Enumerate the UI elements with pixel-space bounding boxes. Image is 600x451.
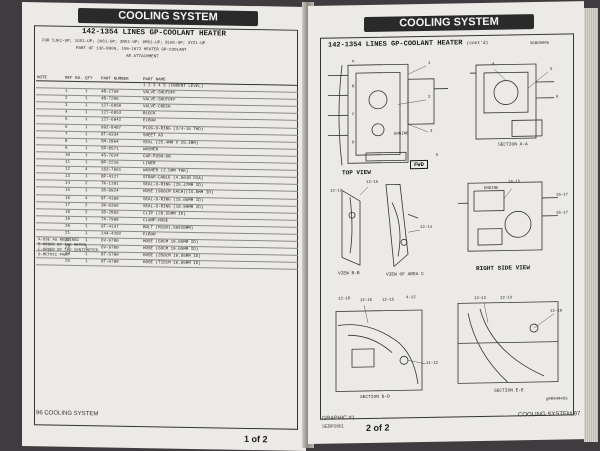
table-cell-pn: 163-7661	[100, 167, 142, 175]
callout-e: E	[436, 154, 438, 158]
callout-12-14: 12-14	[420, 226, 432, 230]
section-ee-drawing	[458, 302, 558, 384]
table-cell-pn: 127-6950	[100, 103, 142, 111]
callout-12-12: 12-12	[474, 297, 486, 301]
footer-right-page: COOLING SYSTEM 97	[518, 411, 580, 418]
callout-12-19: 12-19	[550, 310, 562, 314]
header-qty: QTY	[84, 67, 100, 82]
callout-16-17: 16-17	[556, 211, 568, 215]
serial-line-3: AR ATTACHMENT	[126, 55, 159, 60]
view-bb-drawing	[342, 190, 360, 265]
table-cell-pn: 8T-0788	[100, 259, 142, 267]
callout-12-18: 12-18	[338, 297, 350, 301]
label-engine-1: ENGINE	[394, 132, 408, 136]
callout-d: D	[352, 141, 354, 145]
callout-12-15: 12-15	[382, 298, 394, 302]
label-fwd: FWD	[410, 160, 428, 169]
table-cell-notes	[36, 258, 64, 266]
legend-line-4: D-METRIC PART	[38, 253, 69, 258]
left-page: COOLING SYSTEM 142-1354 LINES GP-COOLANT…	[22, 2, 306, 451]
label-section-aa: SECTION A-A	[498, 142, 528, 148]
footer-left-page: 96 COOLING SYSTEM	[36, 410, 98, 417]
drawing-number: g00940455	[546, 397, 568, 401]
label-section-ee: SECTION E-E	[494, 388, 524, 394]
parts-catalog-book: COOLING SYSTEM 142-1354 LINES GP-COOLANT…	[22, 2, 600, 448]
table-cell-pn: 144-4202	[100, 231, 142, 239]
callout-6: 6	[556, 96, 558, 100]
callout-3: 3	[430, 130, 432, 134]
callout-2: 2	[428, 96, 430, 100]
header-part-number: PART NUMBER	[100, 67, 142, 82]
right-page: COOLING SYSTEM 142-1354 LINES GP-COOLANT…	[308, 1, 584, 444]
legend-line-1: A-USE AS REQUIRED	[38, 238, 79, 243]
callout-4: 4	[492, 63, 494, 67]
right-side-view-drawing	[458, 182, 558, 252]
callout-12-13: 12-13	[500, 296, 512, 300]
callout-c: C	[352, 113, 354, 117]
table-cell-pn: 127-6942	[100, 117, 142, 125]
section-aa-drawing	[470, 64, 554, 139]
label-view-area-c: VIEW OF AREA C	[386, 272, 424, 278]
callout-15-17: 15-17	[556, 193, 568, 197]
callout-a: A	[352, 60, 354, 64]
label-top-view: TOP VIEW	[342, 169, 371, 177]
label-engine-2: ENGINE	[484, 187, 498, 191]
callout-14-15: 14-15	[508, 180, 520, 184]
callout-12-16: 12-16	[360, 299, 372, 303]
callout-5: 5	[550, 68, 552, 72]
label-section-dd: SECTION D-D	[360, 395, 390, 401]
callout-b: B	[352, 85, 354, 89]
footer-graphic-label: GRAPHIC #1	[322, 415, 355, 422]
callout-11-12: 11-12	[426, 362, 438, 366]
legend-line-2: B-ORDER BY THE METER	[38, 243, 86, 248]
footer-code: SEBP2661	[322, 423, 344, 428]
exploded-drawings	[308, 1, 584, 444]
page-edges	[584, 8, 598, 442]
page-number-right: 2 of 2	[366, 423, 390, 433]
callout-1: 1	[428, 62, 430, 66]
label-view-bb: VIEW B-B	[338, 271, 360, 276]
callout-12-17: 12-17	[330, 189, 342, 193]
callout-13-15: 13-15	[366, 181, 378, 185]
table-cell-pn: 092-8487	[100, 124, 142, 132]
view-area-c-drawing	[386, 184, 418, 267]
page-number-left: 1 of 2	[244, 434, 268, 444]
callout-4-12: 4-12	[406, 296, 416, 300]
header-ref: REF NO.	[64, 67, 84, 82]
table-cell-ref: 25	[64, 259, 84, 266]
label-right-side-view: RIGHT SIDE VIEW	[476, 264, 530, 272]
header-notes: NOTE	[36, 66, 64, 81]
top-view-drawing	[328, 64, 448, 166]
table-cell-pn: 127-6953	[100, 110, 142, 118]
section-dd-drawing	[336, 310, 422, 392]
table-cell-qty: 1	[84, 259, 100, 266]
section-banner-left: COOLING SYSTEM	[78, 8, 258, 26]
